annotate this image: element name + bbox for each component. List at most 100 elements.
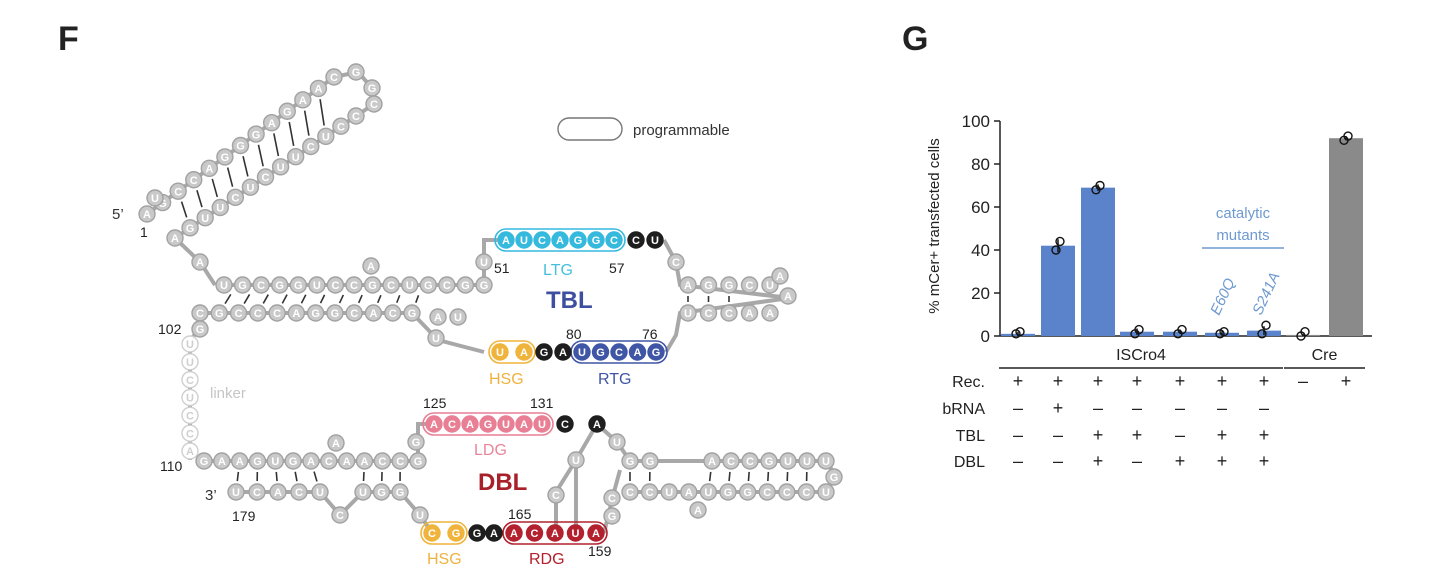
nucleotide-letter: A — [551, 528, 559, 540]
nucleotide-letter: C — [370, 99, 378, 111]
nucleotide-circle — [551, 231, 569, 249]
tbl-right-nucleotide: C — [667, 253, 685, 271]
data-point — [1257, 329, 1267, 339]
nucleotide-circle — [268, 304, 286, 322]
nucleotide-letter: C — [262, 172, 270, 184]
tbl-top-nucleotide: U — [401, 276, 419, 294]
nucleotide-letter: C — [538, 235, 546, 247]
hairpin-bulge-nucleotide: U — [146, 189, 164, 207]
nucleotide-circle — [181, 335, 199, 353]
nucleotide-circle — [720, 304, 738, 322]
nucleotide-letter: C — [783, 487, 791, 499]
nucleotide-circle — [447, 524, 465, 542]
nucleotide-letter: A — [361, 456, 369, 468]
nucleotide-letter: C — [174, 186, 182, 198]
nucleotide-letter: C — [802, 487, 810, 499]
nucleotide-letter: A — [307, 456, 315, 468]
base-pair-bond — [275, 471, 278, 482]
nucleotide-circle — [226, 188, 245, 207]
catalytic-annotation-line2: mutants — [1216, 227, 1269, 244]
nucleotide-letter: A — [502, 235, 510, 247]
nucleotide-letter: A — [332, 438, 340, 450]
nucleotide-letter: G — [830, 472, 839, 484]
linker-nucleotide: C — [181, 406, 199, 425]
nucleotide-letter: U — [277, 162, 285, 174]
ldg-nucleotide: A — [461, 415, 479, 433]
dbl-right-top-nucleotide: C — [741, 452, 759, 470]
nucleotide-circle — [497, 415, 515, 433]
fixed-nucleotide: C — [556, 415, 574, 433]
nucleotide-letter: G — [408, 308, 417, 320]
dbl-top-nucleotide: G — [284, 452, 302, 470]
hairpin-3-nucleotide: U — [196, 208, 214, 227]
nucleotide-letter: U — [186, 339, 194, 351]
tbl-top-nucleotide: G — [289, 276, 307, 294]
mutant-label-e60q: E60Q — [1207, 275, 1239, 317]
nucleotide-circle — [567, 451, 585, 469]
dbl-right-top-nucleotide: U — [779, 452, 797, 470]
linker-nucleotide: C — [181, 370, 199, 389]
nucleotide-letter: U — [246, 182, 254, 194]
dbl-internal-nucleotide: C — [603, 489, 621, 507]
table-cell: – — [1175, 425, 1185, 445]
dbl-top-nucleotide: A — [355, 452, 374, 470]
y-tick-label: 100 — [962, 112, 990, 131]
hairpin-3-nucleotide: C — [332, 117, 350, 135]
nucleotide-letter: C — [196, 308, 204, 320]
position-80: 80 — [566, 326, 582, 342]
nucleotide-circle — [231, 136, 250, 155]
nucleotide-circle — [587, 231, 605, 249]
nucleotide-circle — [181, 353, 199, 371]
dbl-loop-nucleotide: U — [411, 506, 429, 524]
tbl-top-nucleotide: C — [326, 276, 345, 294]
nucleotide-letter: A — [314, 84, 322, 96]
bar — [1329, 138, 1363, 336]
nucleotide-circle — [247, 125, 265, 143]
tbl-top-nucleotide: C — [438, 276, 456, 294]
backbone-segment — [574, 422, 599, 533]
base-pair-bond — [728, 471, 731, 482]
nucleotide-circle — [266, 452, 285, 470]
nucleotide-letter: A — [196, 257, 204, 269]
dbl-right-bottom-nucleotide: C — [621, 483, 639, 501]
table-cell: + — [1132, 425, 1143, 445]
base-pair-bond — [243, 294, 251, 304]
dbl-right-bottom-nucleotide: C — [797, 483, 816, 501]
nucleotide-letter: A — [292, 308, 300, 320]
hairpin-5-nucleotide: G — [278, 102, 296, 120]
nucleotide-letter: A — [186, 446, 194, 458]
nucleotide-letter: G — [368, 280, 377, 292]
base-pair-bond — [338, 294, 345, 304]
tbl-top-nucleotide: G — [271, 276, 289, 294]
data-point — [1261, 320, 1271, 330]
position-131: 131 — [530, 395, 554, 411]
fixed-nucleotide: G — [535, 343, 553, 361]
nucleotide-circle — [778, 483, 796, 501]
tbl-internal-nucleotide: A — [429, 308, 447, 326]
nucleotide-circle — [660, 483, 678, 501]
y-tick-label: 20 — [971, 284, 990, 303]
nucleotide-letter: U — [201, 213, 209, 225]
nucleotide-letter: C — [672, 257, 680, 269]
tbl-right-bottom-nucleotide: U — [679, 304, 697, 322]
dbl-bottom-nucleotide: U — [227, 483, 245, 501]
nucleotide-circle — [241, 178, 260, 196]
nucleotide-letter: U — [784, 456, 792, 468]
dbl-internal-nucleotide: G — [603, 507, 621, 525]
nucleotide-circle — [628, 343, 647, 361]
nucleotide-circle — [419, 276, 437, 294]
nucleotide-circle — [760, 452, 778, 470]
nucleotide-letter: C — [325, 456, 333, 468]
nucleotide-letter: C — [746, 456, 754, 468]
nucleotide-circle — [798, 452, 816, 470]
nucleotide-letter: U — [538, 419, 546, 431]
hsg-nucleotide: U — [491, 343, 509, 361]
nucleotide-letter: A — [694, 505, 702, 517]
linker-nucleotide: C — [181, 424, 199, 442]
y-tick-label: 60 — [971, 198, 990, 217]
nucleotide-letter: C — [186, 375, 194, 387]
linker-start-nucleotide: G — [191, 320, 209, 338]
nucleotide-circle — [497, 231, 515, 249]
